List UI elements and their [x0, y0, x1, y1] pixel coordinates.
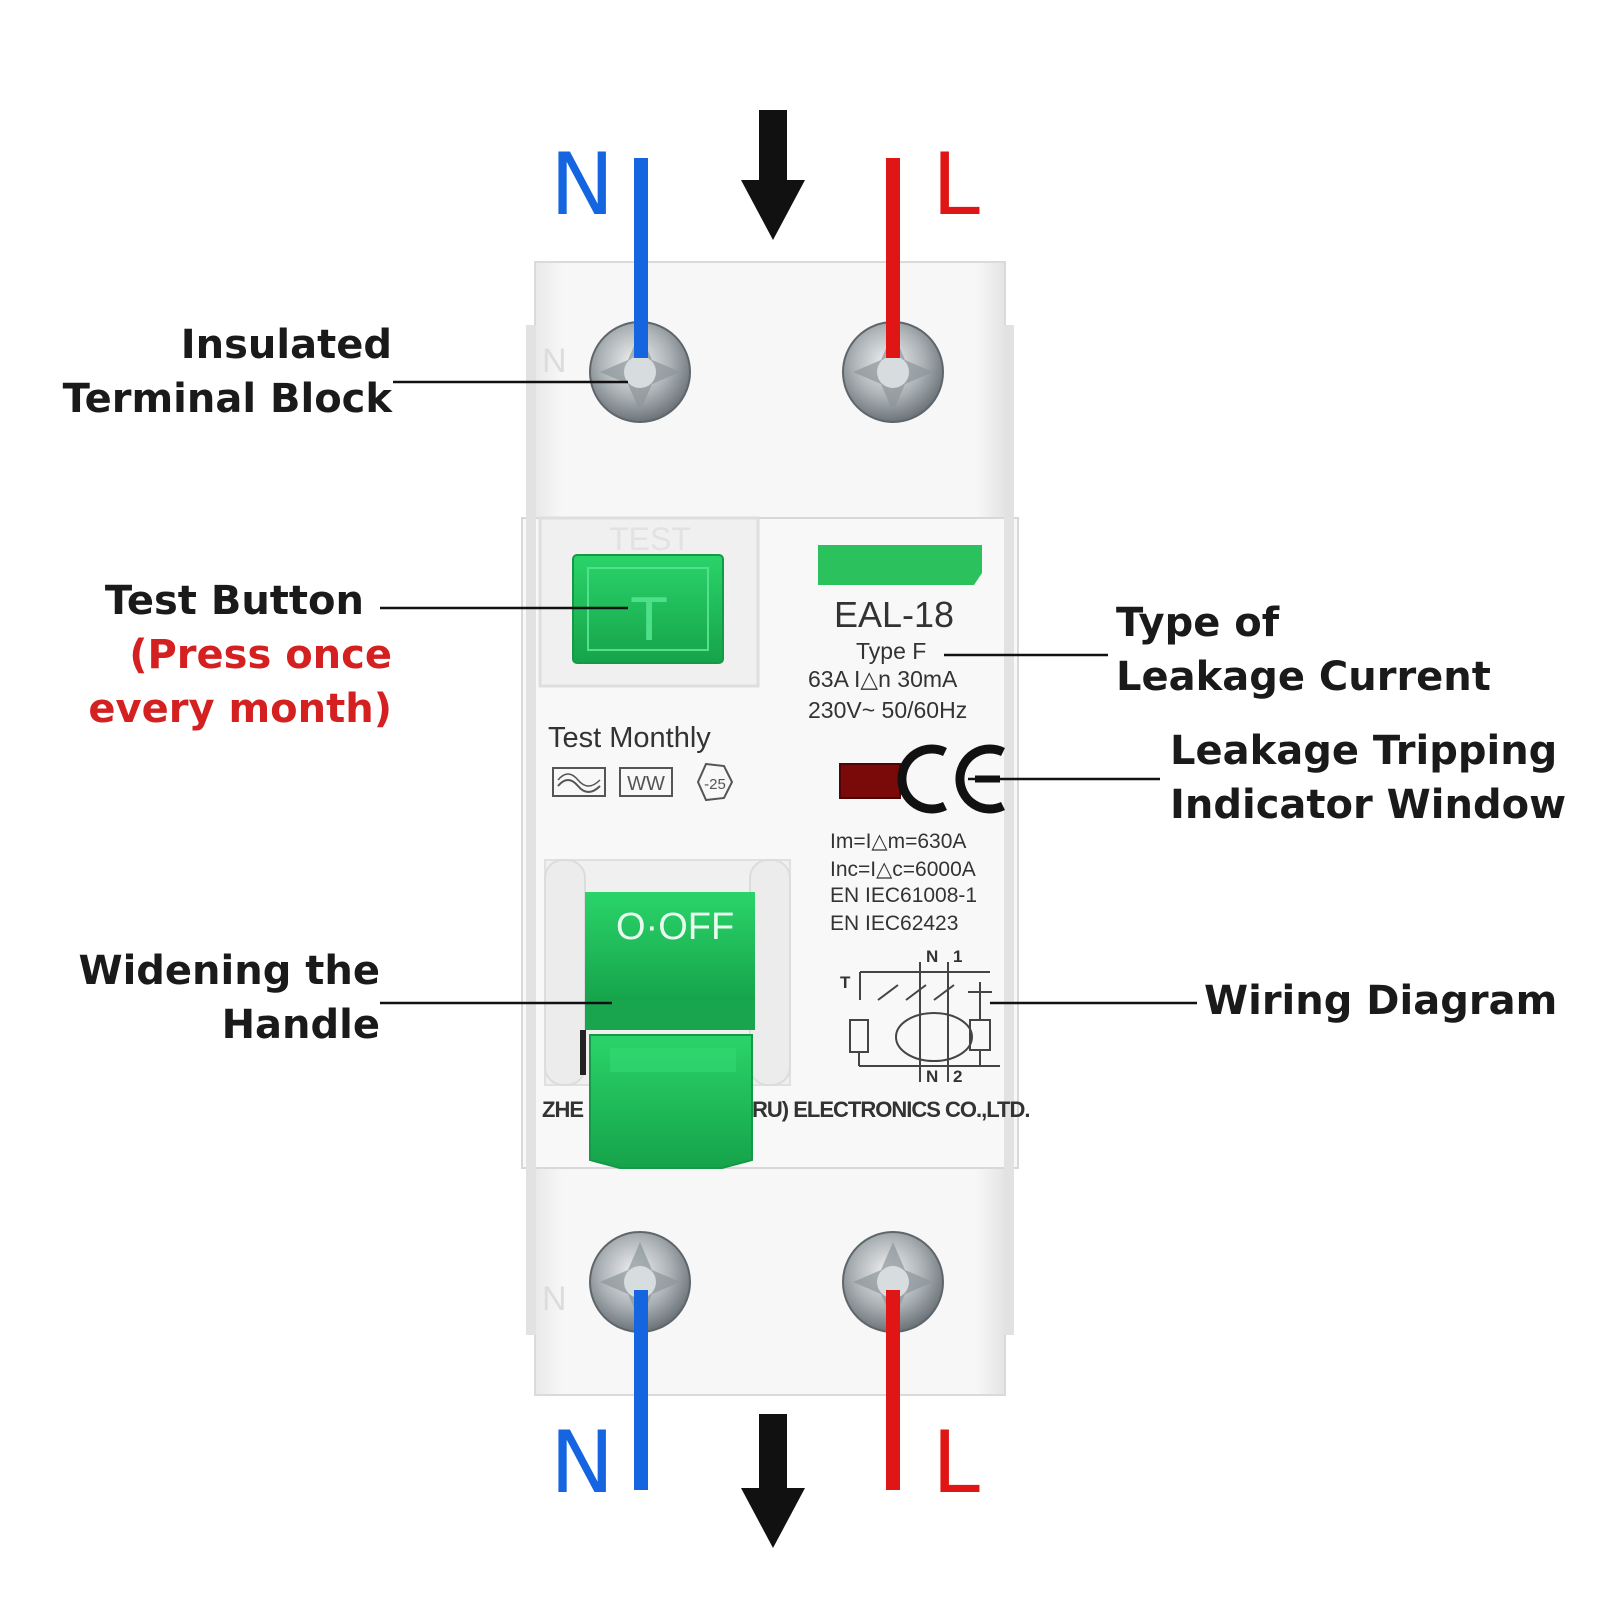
- callout-terminal-block: Insulated Terminal Block: [62, 322, 392, 422]
- callout-test-button-note: (Press once every month): [88, 632, 392, 732]
- screw-top-right-icon: [842, 321, 944, 423]
- diagram-top-1: 1: [953, 947, 962, 966]
- callout-test-button: Test Button: [104, 578, 364, 624]
- test-key: T: [630, 585, 668, 654]
- wiring-diagram-icon: [849, 962, 1000, 1082]
- top-live-letter: L: [932, 135, 980, 235]
- handle-label: O·OFF: [616, 906, 735, 948]
- voltage-label: 230V~ 50/60Hz: [808, 697, 968, 723]
- neutral-wire-top: [634, 158, 648, 358]
- terminal-mark-top: N: [542, 342, 567, 380]
- test-label: TEST: [609, 521, 691, 557]
- neutral-wire-bottom: [634, 1290, 648, 1490]
- handle: [585, 892, 755, 1002]
- svg-text:WW: WW: [627, 773, 665, 795]
- callout-widening-handle: Widening the Handle: [78, 948, 380, 1048]
- spec-line-4: EN IEC62423: [830, 912, 959, 935]
- arrow-down-bottom-icon: [741, 1414, 805, 1548]
- resistance-symbol-icon: WW: [619, 767, 673, 797]
- callout-tripping-window: Leakage Tripping Indicator Window: [1170, 728, 1567, 828]
- arrow-down-top-icon: [741, 110, 805, 240]
- manufacturer-left: ZHE: [542, 1097, 584, 1122]
- top-neutral-letter: N: [550, 135, 615, 235]
- bottom-neutral-letter: N: [550, 1413, 615, 1513]
- diagram-t: T: [840, 973, 851, 992]
- tripping-indicator-window: [839, 763, 901, 799]
- terminal-mark-bottom: N: [542, 1280, 567, 1318]
- diagram-bottom-n: N: [926, 1067, 938, 1086]
- callout-wiring-diagram: Wiring Diagram: [1204, 978, 1558, 1024]
- diagram-bottom-2: 2: [953, 1067, 962, 1086]
- live-wire-top: [886, 158, 900, 358]
- screw-bottom-right-icon: [842, 1231, 944, 1333]
- spec-line-3: EN IEC61008-1: [830, 884, 978, 907]
- spec-line-1: Im=I△m=630A: [830, 830, 967, 853]
- spec-line-2: Inc=I△c=6000A: [830, 858, 976, 881]
- temperature-badge-icon: -25: [696, 762, 734, 802]
- label-bar: [818, 545, 982, 585]
- svg-text:-25: -25: [704, 776, 726, 793]
- bottom-live-letter: L: [932, 1413, 980, 1513]
- wave-symbol-icon: [552, 767, 606, 797]
- screw-top-left-icon: [589, 321, 691, 423]
- rating-label: 63A I△n 30mA: [808, 666, 958, 692]
- model-label: EAL-18: [834, 594, 955, 635]
- type-label: Type F: [856, 638, 927, 664]
- callout-leakage-type: Type of Leakage Current: [1116, 600, 1491, 700]
- diagram-top-n: N: [926, 947, 938, 966]
- test-monthly-label: Test Monthly: [548, 722, 711, 754]
- live-wire-bottom: [886, 1290, 900, 1490]
- manufacturer-right: RU) ELECTRONICS CO.,LTD.: [752, 1097, 1030, 1122]
